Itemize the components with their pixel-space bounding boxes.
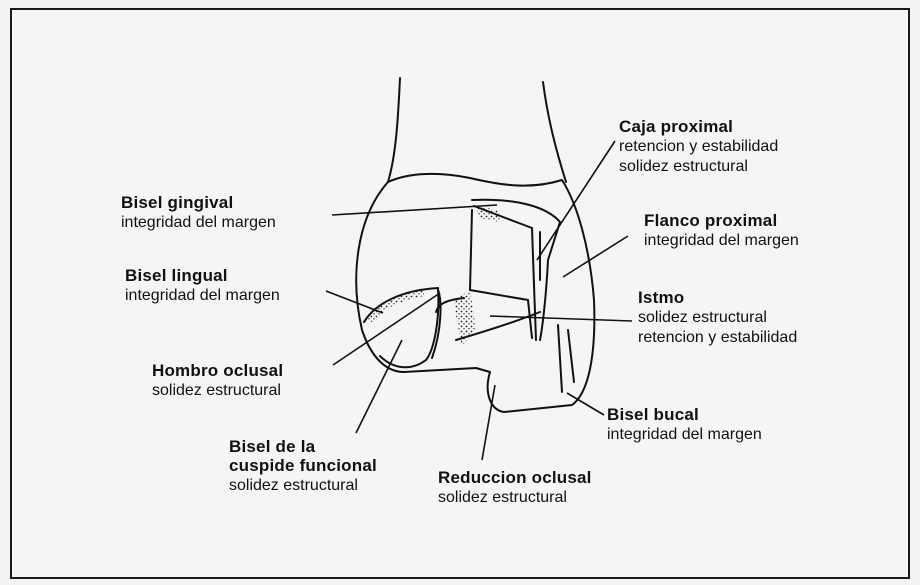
label-bisel-bucal: Bisel bucal integridad del margen bbox=[607, 405, 762, 444]
proximal-box-inner bbox=[470, 210, 472, 290]
root-right-line bbox=[543, 82, 566, 182]
lingual-bevel-stipple bbox=[366, 290, 424, 322]
label-title: Bisel bucal bbox=[607, 405, 762, 424]
label-title-2: cuspide funcional bbox=[229, 456, 377, 475]
label-title: Bisel gingival bbox=[121, 193, 276, 212]
label-reduccion-oclusal: Reduccion oclusal solidez estructural bbox=[438, 468, 592, 507]
label-title: Reduccion oclusal bbox=[438, 468, 592, 487]
crown-outline bbox=[356, 174, 594, 412]
isthmus-line bbox=[470, 290, 532, 338]
label-title-1: Bisel de la bbox=[229, 437, 377, 456]
label-caja-proximal: Caja proximal retencion y estabilidad so… bbox=[619, 117, 778, 176]
label-hombro-oclusal: Hombro oclusal solidez estructural bbox=[152, 361, 283, 400]
label-bisel-lingual: Bisel lingual integridad del margen bbox=[125, 266, 280, 305]
label-istmo: Istmo solidez estructural retencion y es… bbox=[638, 288, 797, 347]
label-desc-2: retencion y estabilidad bbox=[638, 329, 797, 347]
label-title: Caja proximal bbox=[619, 117, 778, 136]
label-title: Hombro oclusal bbox=[152, 361, 283, 380]
label-bisel-cuspide: Bisel de la cuspide funcional solidez es… bbox=[229, 437, 377, 495]
label-desc-1: solidez estructural bbox=[638, 309, 797, 327]
label-desc: integridad del margen bbox=[121, 214, 276, 232]
leader-caja-proximal bbox=[537, 141, 615, 260]
label-desc: integridad del margen bbox=[644, 232, 799, 250]
label-desc: integridad del margen bbox=[125, 287, 280, 305]
label-desc: solidez estructural bbox=[152, 382, 283, 400]
cavity-outline bbox=[472, 200, 560, 340]
buccal-bevel-line-2 bbox=[558, 325, 562, 392]
label-desc-2: solidez estructural bbox=[619, 158, 778, 176]
gingival-bevel-stipple bbox=[476, 206, 500, 222]
label-title: Istmo bbox=[638, 288, 797, 307]
label-desc: solidez estructural bbox=[438, 489, 592, 507]
label-title: Bisel lingual bbox=[125, 266, 280, 285]
root-left-line bbox=[388, 78, 400, 182]
leader-istmo bbox=[490, 316, 632, 321]
buccal-bevel-line bbox=[568, 330, 574, 382]
leader-bisel-lingual bbox=[326, 291, 383, 313]
isthmus-stipple bbox=[454, 290, 476, 346]
label-desc: solidez estructural bbox=[229, 477, 377, 495]
proximal-box-wall bbox=[474, 206, 536, 340]
label-title: Flanco proximal bbox=[644, 211, 799, 230]
label-bisel-gingival: Bisel gingival integridad del margen bbox=[121, 193, 276, 232]
leader-bisel-cuspide bbox=[356, 340, 402, 433]
label-flanco-proximal: Flanco proximal integridad del margen bbox=[644, 211, 799, 250]
label-desc: integridad del margen bbox=[607, 426, 762, 444]
leader-flanco-proximal bbox=[563, 236, 628, 277]
label-desc-1: retencion y estabilidad bbox=[619, 138, 778, 156]
